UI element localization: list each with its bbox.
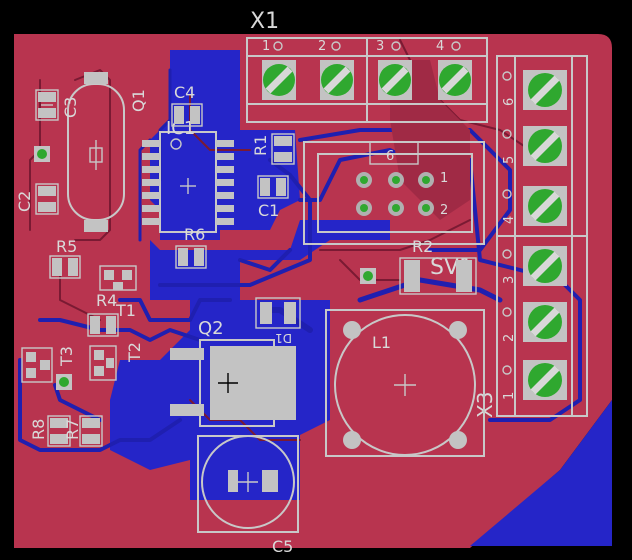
transistor-t1-label: T1: [115, 301, 136, 320]
connector-x1: X1 1 2 3 4: [246, 9, 488, 123]
bottom-traces: [18, 68, 582, 452]
resistor-r1: R1: [251, 133, 295, 165]
capacitor-c5-label: C5: [272, 537, 293, 556]
vias: [34, 146, 376, 390]
header-sv1: 6 1 2 SV1: [303, 141, 485, 280]
capacitor-c2-label: C2: [15, 191, 34, 212]
capacitor-c3: [35, 89, 59, 121]
resistor-r5-label: R5: [56, 237, 77, 256]
diode-d1-label: D1: [275, 331, 292, 345]
resistor-r6: R6: [175, 225, 207, 269]
sv1-pin1-label: 1: [440, 171, 448, 186]
inductor-l1-label: L1: [372, 333, 391, 352]
resistor-r7-label: R7: [63, 419, 82, 440]
x3-pin2-label: 2: [502, 334, 517, 342]
resistor-r2: R2: [399, 237, 477, 295]
x3-pin1-label: 1: [502, 392, 517, 400]
capacitor-c4-label: C4: [174, 83, 195, 102]
sv1-pin2-label: 2: [440, 203, 448, 218]
x1-pin1-label: 1: [262, 39, 270, 54]
transistor-q2: Q2: [170, 318, 296, 427]
ic1-left-pads: [142, 140, 160, 225]
resistor-r6-label: R6: [184, 225, 205, 244]
x3-pin6-label: 6: [502, 98, 517, 106]
transistor-t3-label: T3: [57, 346, 76, 367]
capacitor-c4: C4: [171, 83, 203, 127]
transistor-t2-label: T2: [125, 342, 144, 363]
x1-pin4-label: 4: [436, 39, 444, 54]
bottom-copper-corner: [470, 400, 612, 546]
resistor-r8: R8: [29, 415, 71, 447]
x1-pin3-label: 3: [376, 39, 384, 54]
crystal-q1-label: Q1: [129, 89, 148, 112]
transistor-t3: T3: [21, 346, 76, 383]
resistor-r4-label: R4: [96, 291, 117, 310]
capacitor-c1: C1: [257, 175, 289, 220]
resistor-r2-label: R2: [412, 237, 433, 256]
x3-pin3-label: 3: [502, 276, 517, 284]
diode-d1: D1: [255, 297, 301, 345]
crystal-q1: Q1 C3: [61, 72, 148, 232]
x3-pin-circles: [502, 71, 512, 375]
sv1-pin6-label: 6: [386, 149, 394, 164]
sv1-pins: [356, 172, 434, 216]
capacitor-c3-label: C3: [61, 97, 80, 118]
x3-terminal-pads: [523, 70, 567, 400]
resistor-r8-label: R8: [29, 419, 48, 440]
transistor-t2: T2: [89, 342, 144, 381]
transistor-q2-label: Q2: [198, 318, 224, 339]
capacitor-c2: C2: [15, 183, 59, 215]
connector-x3: 6 5 4 3 2 1 X3: [473, 55, 588, 418]
capacitor-c5: C5: [197, 435, 299, 556]
resistor-r7: R7: [63, 415, 103, 447]
resistor-r5: R5: [49, 237, 81, 279]
resistor-r4: R4: [87, 291, 119, 337]
x3-pin5-label: 5: [502, 156, 517, 164]
connector-x1-label: X1: [250, 9, 279, 34]
inductor-l1: L1: [325, 309, 485, 457]
resistor-r1-label: R1: [251, 135, 270, 156]
transistor-t1: T1: [99, 265, 137, 320]
ic-ic1-label: IC1: [166, 118, 195, 139]
x3-pin4-label: 4: [502, 216, 517, 224]
ic1-right-pads: [216, 140, 234, 225]
x1-pin2-label: 2: [318, 39, 326, 54]
x1-terminal-pads: [262, 60, 472, 100]
smd-parts: C4 C2 R1 C1 R5: [15, 83, 477, 447]
ic-ic1: IC1: [142, 118, 234, 233]
capacitor-c1-label: C1: [258, 201, 279, 220]
